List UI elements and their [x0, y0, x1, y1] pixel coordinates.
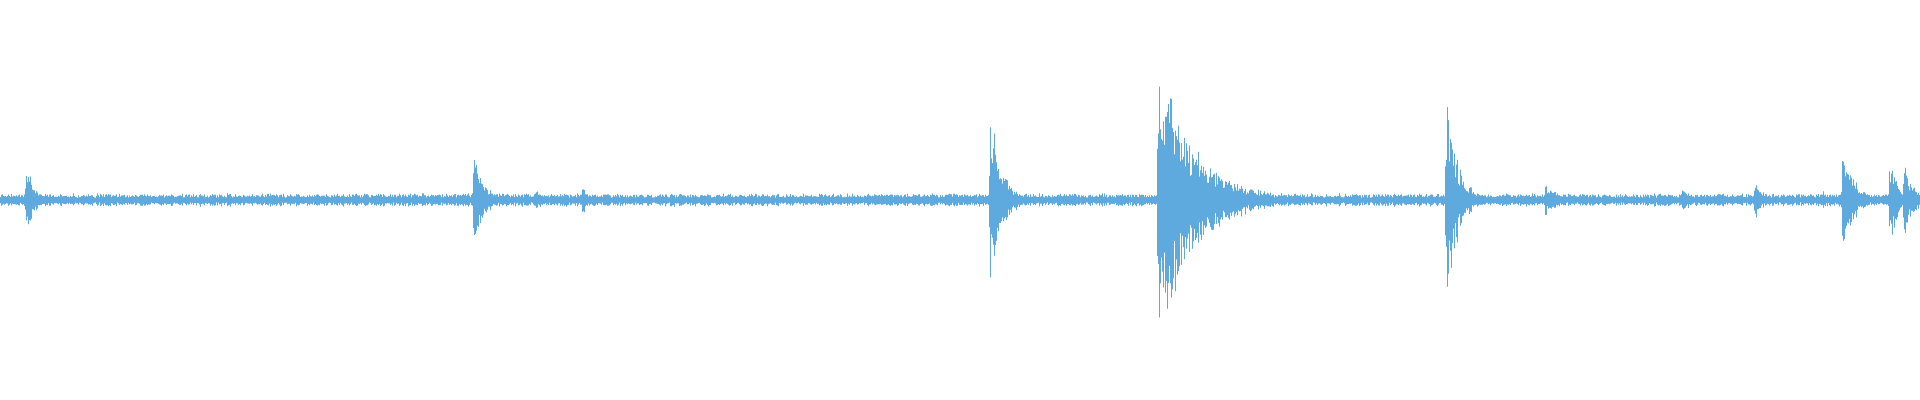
waveform-trace [0, 86, 1920, 318]
waveform-path [0, 86, 1920, 318]
